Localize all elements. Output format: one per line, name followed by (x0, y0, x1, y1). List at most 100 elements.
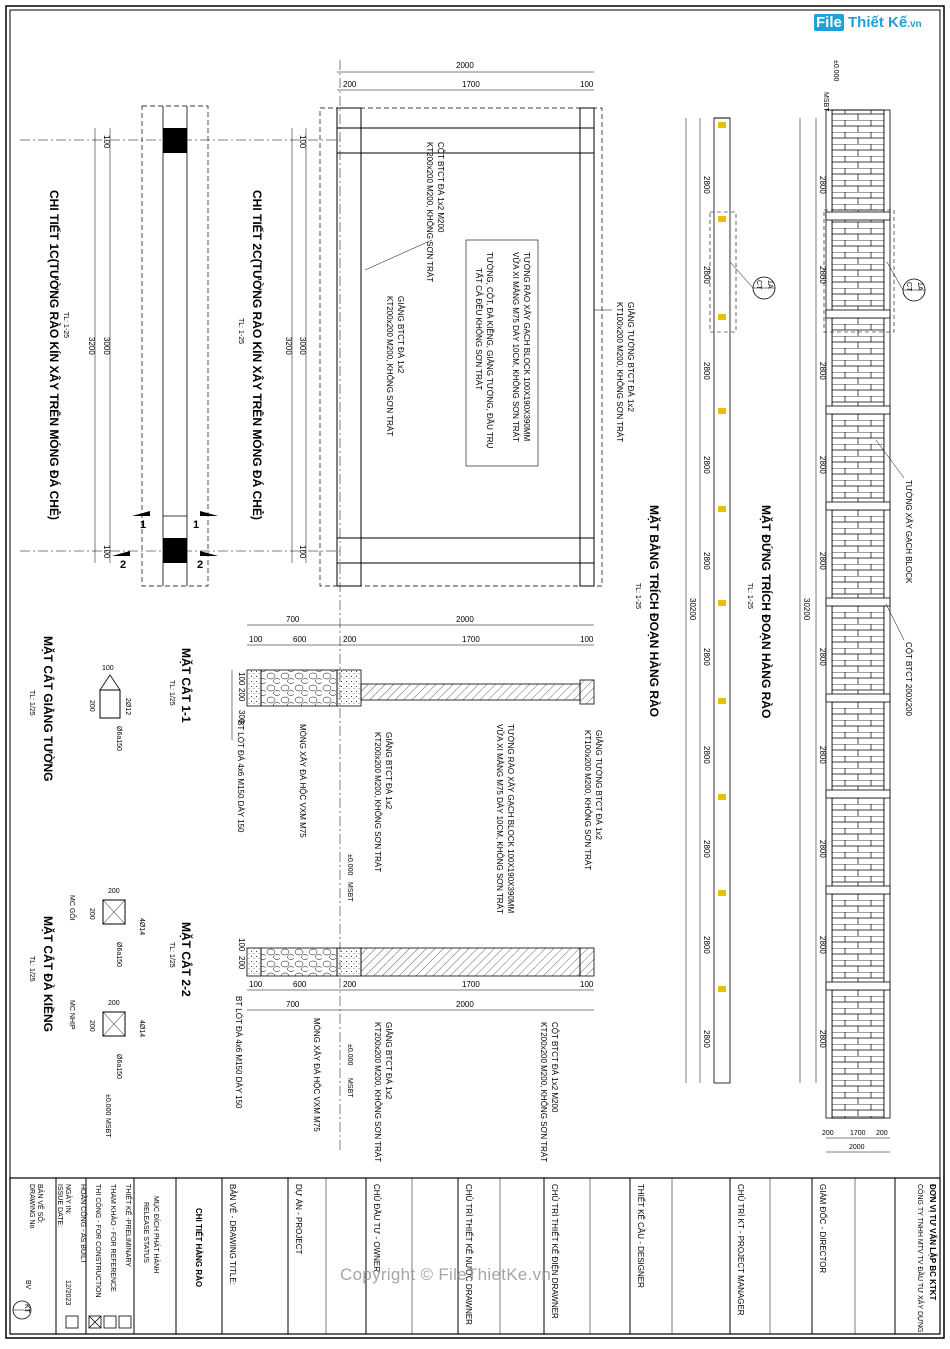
svg-text:100: 100 (249, 980, 263, 989)
tb-company: CÔNG TY TNHH MTV TV ĐẦU TƯ XÂY DỰNG (916, 1184, 926, 1332)
tb-release-label: MỤC ĐÍCH PHÁT HÀNH (152, 1196, 161, 1273)
svg-text:2000: 2000 (849, 1144, 865, 1151)
copyright-watermark: Copyright © FileThietKe.vn (340, 1265, 552, 1284)
note-wall-4: TẤT CẢ ĐỀU KHÔNG SƠN TRÁT (474, 268, 484, 390)
svg-text:1700: 1700 (850, 1130, 866, 1137)
beam-sections: 100 200 2Ø12 Ø6a150 MẶT CẮT GIẰNG TƯỜNG … (28, 636, 145, 1138)
tb-drawner-1: CHỦ TRÌ THIẾT KẾ ĐIỆN DRAWNER (550, 1184, 560, 1319)
note-mong-2: MÓNG XÂY ĐÁ HỘC VXM M75 (312, 1018, 321, 1132)
svg-text:TL: 1/25: TL: 1/25 (168, 942, 175, 968)
svg-text:1700: 1700 (462, 635, 480, 644)
svg-text:MSBT: MSBT (346, 882, 353, 902)
svg-text:200: 200 (237, 956, 246, 970)
svg-text:2800: 2800 (702, 176, 711, 194)
outer-border (5, 5, 945, 1339)
svg-text:200: 200 (237, 688, 246, 702)
svg-text:200: 200 (343, 980, 357, 989)
svg-text:2800: 2800 (818, 552, 827, 570)
svg-text:2800: 2800 (818, 456, 827, 474)
svg-text:100: 100 (580, 980, 594, 989)
tb-status-1: THIẾT KẾ -PRELIMINARY (124, 1184, 134, 1267)
svg-text:2800: 2800 (818, 1030, 827, 1048)
dim-1700-top: 1700 (462, 80, 480, 89)
tb-drawing-title-label: BẢN VẼ - DRAWING TITLE: (228, 1184, 237, 1285)
svg-text:2800: 2800 (702, 840, 711, 858)
svg-text:2800: 2800 (818, 648, 827, 666)
dim-100-top: 100 (580, 80, 594, 89)
svg-text:2800: 2800 (702, 1030, 711, 1048)
tb-drawing-no-label: BẢN VẼ SỐ: (36, 1184, 46, 1224)
detail-2c-scale: TL: 1-25 (237, 318, 244, 344)
svg-text:TL: 1/25: TL: 1/25 (28, 690, 35, 716)
svg-text:4Ø14: 4Ø14 (138, 918, 145, 935)
svg-text:2800: 2800 (702, 456, 711, 474)
note-giangtuong: GIẰNG TƯỜNG BTCT ĐÁ 1x2 (626, 302, 635, 412)
detail-1c-scale: TL: 1-25 (62, 312, 69, 338)
note-col: CỘT BTCT 200X200 (904, 642, 913, 717)
tb-designer: THIẾT KẾ CẦU - DESIGNER (636, 1184, 646, 1288)
svg-text:Ø6a150: Ø6a150 (115, 942, 122, 967)
tb-drawing-no: BV (24, 1280, 31, 1290)
note-giang-s2-2: KT200x200 M200, KHÔNG SƠN TRÁT (373, 1022, 382, 1162)
logo-suffix: .vn (907, 19, 922, 30)
tb-drawing-no-label-en: DRAWING No (28, 1184, 35, 1229)
svg-text:1A: 1A (916, 282, 923, 291)
section-2-2-title: MẶT CẮT 2-2 (179, 922, 194, 997)
tb-date-label-en: ISSUE DATE: (56, 1184, 63, 1227)
note-giang-s1: GIẰNG BTCT ĐÁ 1x2 (384, 732, 393, 810)
detail-2c: 2000 200 1700 100 100 3000 3200 100 TƯỜN… (237, 60, 635, 1150)
note-giangtuong-s1: GIẰNG TƯỜNG BTCT ĐÁ 1x2 (594, 730, 603, 840)
svg-text:MSBT: MSBT (346, 1078, 353, 1098)
note-brick: TƯỜNG XÂY GẠCH BLOCK (904, 480, 913, 584)
logo-name: Thiết Kế (848, 14, 908, 31)
svg-text:30200: 30200 (802, 598, 811, 621)
svg-text:700: 700 (286, 615, 300, 624)
note-wall-3: TƯỜNG, CỘT, ĐÀ KIỀNG, GIẰNG TƯỜNG, ĐẦU T… (485, 252, 495, 449)
tb-drawner-2: CHỦ TRÌ THIẾT KẾ NƯỚC DRAWNER (464, 1184, 474, 1325)
svg-text:100: 100 (298, 545, 307, 559)
svg-text:700: 700 (286, 1000, 300, 1009)
tb-unit: ĐƠN VỊ TƯ VẤN LẬP BC KTKT (928, 1184, 938, 1301)
svg-text:600: 600 (293, 635, 307, 644)
svg-text:200: 200 (88, 1020, 95, 1032)
svg-text:4Ø14: 4Ø14 (138, 1020, 145, 1037)
note-giang: GIẰNG BTCT ĐÁ 1x2 (396, 296, 405, 374)
svg-text:TL: 1/25: TL: 1/25 (28, 956, 35, 982)
svg-text:2800: 2800 (818, 936, 827, 954)
svg-text:300: 300 (237, 710, 246, 724)
svg-text:200: 200 (88, 700, 95, 712)
svg-text:TL: 1/25: TL: 1/25 (168, 680, 175, 706)
svg-text:100: 100 (237, 938, 246, 952)
cut-2-left: 2 (120, 559, 126, 571)
svg-text:200: 200 (108, 888, 120, 895)
tb-status-3: THI CÔNG - FOR CONSTRUCTION (94, 1184, 103, 1298)
tb-date: 12/2023 (64, 1280, 71, 1305)
section-1-1: 700 2000 100 600 200 1700 100 100 200 30… (168, 615, 603, 914)
note-cot-2: KT200x200 M200, KHÔNG SƠN TRÁT (425, 142, 434, 282)
dim-bottom: 100 (102, 545, 111, 559)
svg-text:200: 200 (108, 1000, 120, 1007)
svg-text:TL: 1-25: TL: 1-25 (746, 583, 753, 609)
inner-border (9, 9, 941, 1335)
mc-goi-label: MC GỐI (68, 895, 78, 921)
svg-text:100: 100 (249, 635, 263, 644)
svg-text:2800: 2800 (818, 176, 827, 194)
plan-strip: 2800 2800 2800 2800 2800 2800 2800 2800 … (634, 117, 776, 1084)
tb-status-4: HOÀN CÔNG - AS BUILT (79, 1184, 88, 1264)
svg-text:CT: CT (755, 280, 762, 290)
svg-text:CT: CT (905, 282, 912, 292)
cut-1-right: 1 (193, 519, 199, 531)
svg-text:Ø6a150: Ø6a150 (115, 726, 122, 751)
site-logo[interactable]: File Thiết Kế.vn (814, 14, 922, 31)
logo-prefix: File (814, 14, 844, 31)
svg-text:1A: 1A (766, 280, 773, 289)
svg-text:±0.000: ±0.000 (346, 854, 353, 875)
cut-2-right: 2 (197, 559, 203, 571)
note-bt-2: BT LÓT ĐÁ 4x6 M150 DÀY 150 (234, 996, 243, 1109)
note-wall-2: VỮA XI MĂNG M75 DÀY 10CM, KHÔNG SƠN TRÁT (511, 252, 520, 442)
svg-text:2800: 2800 (702, 552, 711, 570)
svg-text:±0.000: ±0.000 (346, 1044, 353, 1065)
note-mong-1: MÓNG XÂY ĐÁ HỘC VXM M75 (298, 724, 307, 838)
svg-text:2000: 2000 (456, 615, 474, 624)
